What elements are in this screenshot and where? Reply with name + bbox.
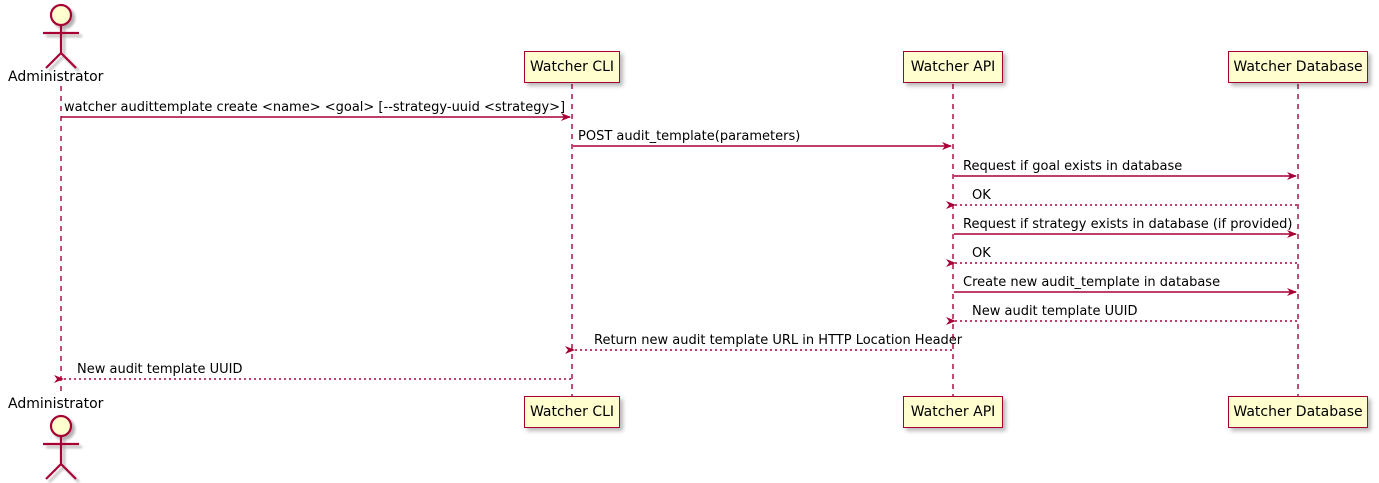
- participant-watcher-database-top[interactable]: Watcher Database: [1228, 51, 1368, 83]
- actor-figure-administrator-bottom: [43, 414, 79, 480]
- participant-label: Watcher API: [910, 404, 996, 420]
- participant-watcher-database-bottom[interactable]: Watcher Database: [1228, 396, 1368, 428]
- message-label-4: OK: [972, 188, 991, 203]
- message-label-3: Request if goal exists in database: [963, 159, 1183, 174]
- message-label-5: Request if strategy exists in database (…: [963, 217, 1293, 232]
- message-label-1: watcher audittemplate create <name> <goa…: [64, 100, 566, 115]
- participant-watcher-api-top[interactable]: Watcher API: [903, 51, 1003, 83]
- actor-figure-administrator-top: [43, 3, 79, 69]
- actor-label-administrator-bottom: Administrator: [8, 396, 104, 412]
- message-arrows: [54, 113, 1297, 383]
- participant-label: Watcher API: [910, 59, 996, 75]
- lifelines: [60, 84, 1299, 396]
- message-label-2: POST audit_template(parameters): [578, 129, 801, 144]
- message-label-8: New audit template UUID: [972, 304, 1138, 319]
- participant-label: Watcher CLI: [529, 59, 615, 75]
- message-label-10: New audit template UUID: [77, 362, 243, 377]
- participant-label: Watcher Database: [1233, 404, 1363, 420]
- message-label-9: Return new audit template URL in HTTP Lo…: [594, 333, 963, 348]
- message-label-6: OK: [972, 246, 991, 261]
- actor-label-administrator-top: Administrator: [8, 69, 104, 85]
- participant-label: Watcher CLI: [529, 404, 615, 420]
- message-label-7: Create new audit_template in database: [963, 275, 1221, 290]
- participant-label: Watcher Database: [1233, 59, 1363, 75]
- participant-watcher-cli-top[interactable]: Watcher CLI: [524, 51, 620, 83]
- participant-watcher-cli-bottom[interactable]: Watcher CLI: [524, 396, 620, 428]
- participant-watcher-api-bottom[interactable]: Watcher API: [903, 396, 1003, 428]
